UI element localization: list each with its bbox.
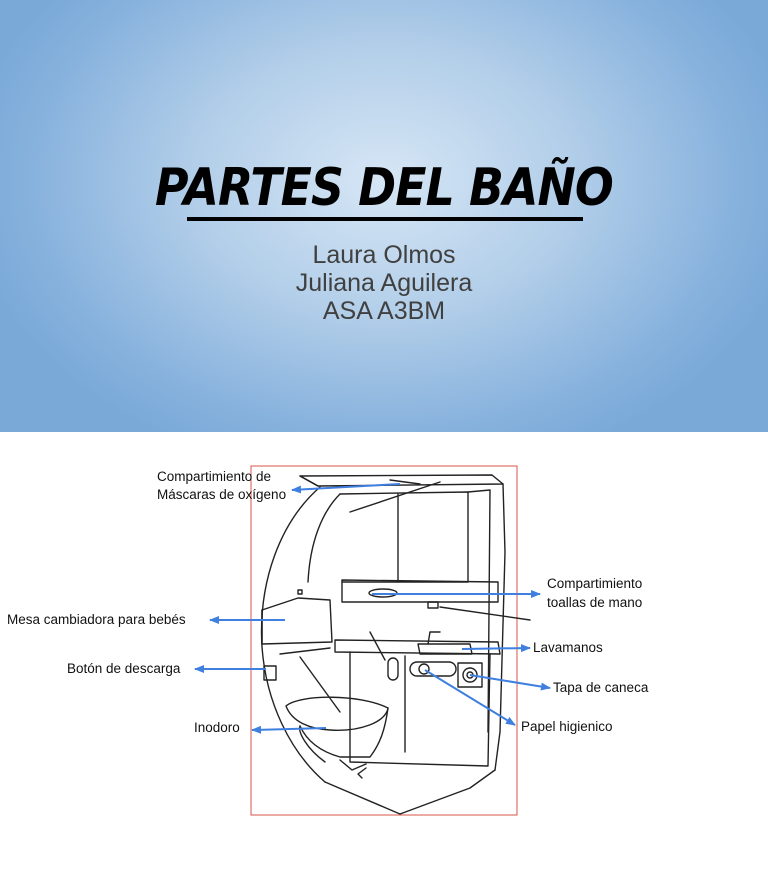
title-slide: PARTES DEL BAÑO Laura Olmos Juliana Agui… [0, 0, 768, 432]
bathroom-diagram: Compartimiento de Máscaras de oxígeno Me… [0, 432, 768, 866]
annotation-arrows [194, 483, 551, 734]
image-frame [250, 465, 518, 816]
label-toilet-paper: Papel higienico [521, 719, 613, 734]
label-flush-button: Botón de descarga [67, 661, 181, 676]
arrow-toilet [251, 725, 327, 734]
label-toilet: Inodoro [194, 720, 240, 735]
arrow-sink [461, 644, 531, 653]
label-sink: Lavamanos [533, 640, 603, 655]
label-towels-line1: Compartimiento [547, 576, 643, 591]
label-changing-table: Mesa cambiadora para bebés [7, 612, 186, 627]
slide-subtitle: Laura Olmos Juliana Aguilera ASA A3BM [0, 241, 768, 325]
arrow-bin-lid [469, 674, 551, 691]
arrow-toilet-paper [424, 669, 516, 726]
author-1: Laura Olmos [312, 241, 456, 269]
arrow-oxygen [291, 483, 401, 494]
slide-title: PARTES DEL BAÑO [155, 158, 614, 218]
label-bin-lid: Tapa de caneca [553, 680, 649, 695]
author-2: Juliana Aguilera [295, 269, 473, 297]
title-underline [187, 217, 583, 221]
label-oxygen-masks-line1: Compartimiento de [157, 469, 272, 484]
label-towels-line2: toallas de mano [547, 595, 643, 610]
label-oxygen-masks-line2: Máscaras de oxígeno [157, 487, 287, 502]
course-code: ASA A3BM [322, 297, 446, 325]
lavatory-line-art [260, 474, 531, 815]
lavatory-drawing [194, 465, 551, 816]
